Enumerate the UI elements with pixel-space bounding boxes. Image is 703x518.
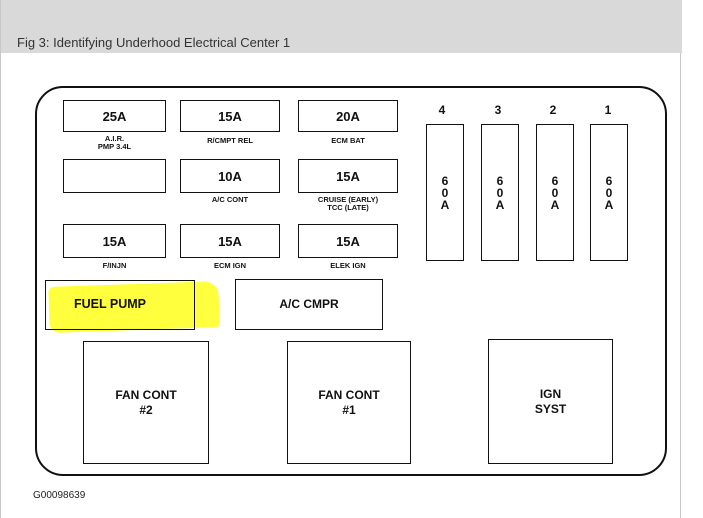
fuse-label-elek-ign: ELEK IGN xyxy=(330,261,366,270)
fuse-f-injn: 15A xyxy=(63,224,166,258)
fuse-label-rcmpt-rel: R/CMPT REL xyxy=(207,136,253,145)
maxi-fuse-number-3: 3 xyxy=(494,103,502,117)
fuse-label-ac-cont: A/C CONT xyxy=(211,195,249,204)
figure-frame: Fig 3: Identifying Underhood Electrical … xyxy=(0,0,682,518)
relay-ac-cmpr: A/C CMPR xyxy=(235,279,383,330)
fuse-empty-slot xyxy=(63,159,166,193)
fuse-rcmpt-rel: 15A xyxy=(180,100,280,132)
fuse-label-cruise-tcc: CRUISE (EARLY) TCC (LATE) xyxy=(317,195,379,213)
maxi-fuse-number-1: 1 xyxy=(604,103,612,117)
fuse-ecm-bat: 20A xyxy=(298,100,398,132)
relay-ign-syst: IGN SYST xyxy=(488,339,613,464)
fuse-ecm-ign: 15A xyxy=(180,224,280,258)
relay-fan-cont-2: FAN CONT #2 xyxy=(83,341,209,464)
figure-caption: Fig 3: Identifying Underhood Electrical … xyxy=(17,35,291,50)
fuse-label-ecm-ign: ECM IGN xyxy=(213,261,247,270)
fuse-elek-ign: 15A xyxy=(298,224,398,258)
fuse-air-pmp: 25A xyxy=(63,100,166,132)
maxi-fuse-2: 6 0 A xyxy=(536,124,574,261)
fuse-label-air-pmp: A.I.R. PMP 3.4L xyxy=(97,134,132,152)
figure-code: G00098639 xyxy=(33,490,86,501)
relay-fuel-pump: FUEL PUMP xyxy=(45,280,195,330)
fuse-label-ecm-bat: ECM BAT xyxy=(331,136,365,145)
electrical-center-outline xyxy=(35,86,667,476)
relay-fan-cont-1: FAN CONT #1 xyxy=(287,341,411,464)
maxi-fuse-number-2: 2 xyxy=(549,103,557,117)
maxi-fuse-4: 6 0 A xyxy=(426,124,464,261)
fuse-ac-cont: 10A xyxy=(180,159,280,193)
maxi-fuse-3: 6 0 A xyxy=(481,124,519,261)
caption-bar: Fig 3: Identifying Underhood Electrical … xyxy=(1,0,682,53)
maxi-fuse-1: 6 0 A xyxy=(590,124,628,261)
fuse-cruise-tcc: 15A xyxy=(298,159,398,193)
maxi-fuse-number-4: 4 xyxy=(438,103,446,117)
fuse-label-f-injn: F/INJN xyxy=(102,261,127,270)
